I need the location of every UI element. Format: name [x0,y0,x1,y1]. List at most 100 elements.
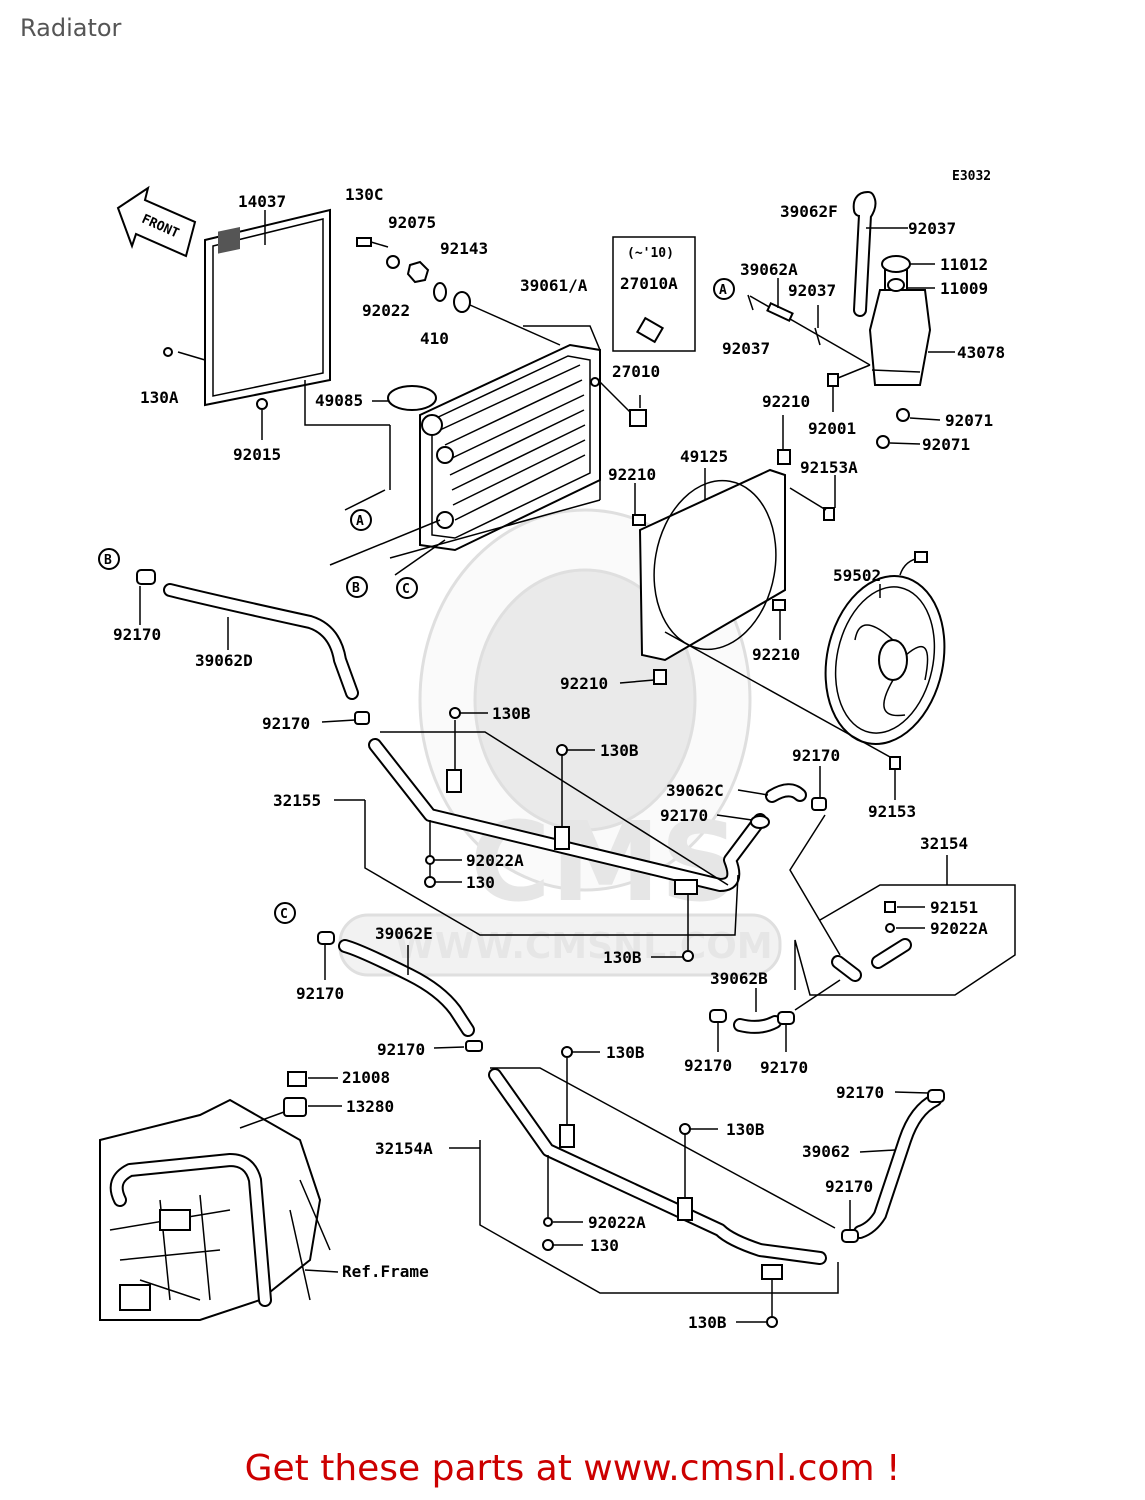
label-39062: 39062 [802,1142,850,1161]
collar-92022a-c [543,1217,553,1227]
label-92001: 92001 [808,419,856,438]
clamp-92170-f [709,1009,727,1023]
nut-92075 [406,260,430,284]
bracket-32155-c [674,879,698,895]
tank-cap [887,278,905,292]
label-130c: 130C [345,185,384,204]
label-130a: 130A [140,388,179,407]
ref-b-hose: B [98,548,120,570]
bracket-32155-b [554,826,570,850]
label-92037-c: 92037 [722,339,770,358]
bolt-130b-d [561,1046,573,1058]
svg-text:B: B [104,553,112,568]
label-32155: 32155 [273,791,321,810]
bolt-92071-b [876,435,890,449]
label-49085: 49085 [315,391,363,410]
label-130b-c: 130B [603,948,642,967]
label-21008: 21008 [342,1068,390,1087]
label-130b-d: 130B [606,1043,645,1062]
ref-a-tank: A [713,278,735,300]
label-92022a-b: 92022A [930,919,988,938]
label-92170-j: 92170 [825,1177,873,1196]
clamp-92170-i [927,1089,945,1103]
label-92022a-a: 92022A [466,851,524,870]
label-130b-a: 130B [492,704,531,723]
collar-410 [433,282,447,302]
washer-92022 [386,255,400,269]
watermark: CMS WWW.CMSNL.COM [338,508,782,977]
label-92071-a: 92071 [945,411,993,430]
label-92015: 92015 [233,445,281,464]
ref-a-upper: A [350,509,372,531]
thermo-switch [629,409,647,427]
label-92143: 92143 [440,239,488,258]
bolt-130c [356,237,389,248]
label-130-a: 130 [466,873,495,892]
label-14037: 14037 [238,192,286,211]
watermark-url: WWW.CMSNL.COM [395,926,773,967]
grommet-92143 [453,291,471,313]
reservoir-tank [868,255,932,386]
label-32154: 32154 [920,834,968,853]
label-92170-d: 92170 [660,806,708,825]
label-92170-c: 92170 [792,746,840,765]
label-39062f: 39062F [780,202,838,221]
bracket-32154a-b [677,1197,693,1221]
label-92170-e: 92170 [296,984,344,1003]
label-92075: 92075 [388,213,436,232]
clamp-92170-c [811,797,827,811]
label-92170-a: 92170 [113,625,161,644]
label-year-note: (~'10) [627,246,674,261]
svg-text:C: C [280,907,288,922]
collar-92022a-b [885,923,895,933]
clamp-92170-d [750,815,770,829]
clamp-92170-g [777,1011,795,1025]
clamp-92170-b [354,711,370,725]
svg-text:B: B [352,581,360,596]
label-92151: 92151 [930,898,978,917]
bolt-92153a [823,507,835,521]
radiator-cap [387,385,437,411]
label-39062a: 39062A [740,260,798,279]
ref-c-hose: C [274,902,296,924]
cooling-fan [824,551,946,746]
bolt-130-a [424,876,436,888]
bracket-32154a-c [761,1264,783,1280]
label-59502: 59502 [833,566,881,585]
label-92210-c: 92210 [752,645,800,664]
label-39062e: 39062E [375,924,433,943]
label-92170-i: 92170 [836,1083,884,1102]
label-11009: 11009 [940,279,988,298]
label-92071-b: 92071 [922,435,970,454]
label-92170-g: 92170 [760,1058,808,1077]
ref-c-upper: C [396,577,418,599]
clamp-92170-e [317,931,335,945]
bolt-130b-c [682,950,694,962]
diagram-code: E3032 [952,169,991,184]
label-92170-f: 92170 [684,1056,732,1075]
page-title: Radiator [20,14,122,42]
label-43078: 43078 [957,343,1005,362]
label-92037-a: 92037 [908,219,956,238]
bolt-92153 [889,756,901,770]
bracket-32154a-a [559,1124,575,1148]
label-32154a: 32154A [375,1139,433,1158]
clamp-92170-h [465,1040,483,1052]
label-92210-a: 92210 [762,392,810,411]
label-92170-b: 92170 [262,714,310,733]
svg-text:A: A [356,514,364,529]
label-92170-h: 92170 [377,1040,425,1059]
bolt-130b-b [556,744,568,756]
bolt-130b-f [766,1316,778,1328]
reference-frame [99,1098,331,1321]
get-parts-link[interactable]: Get these parts at www.cmsnl.com ! [244,1448,901,1489]
clamp-92170-j [841,1229,859,1243]
svg-text:A: A [719,283,727,298]
label-130-b: 130 [590,1236,619,1255]
label-130b-f: 130B [688,1313,727,1332]
label-27010a: 27010A [620,274,678,293]
radiator-screen [163,208,331,410]
clip-21008 [287,1071,307,1087]
bolt-130b-a [449,707,461,719]
